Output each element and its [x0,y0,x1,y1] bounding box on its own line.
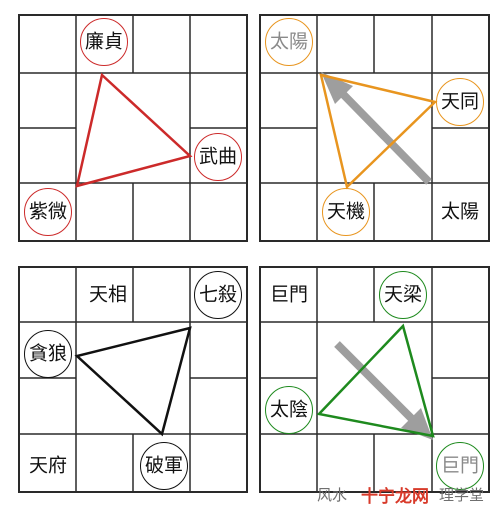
label-tianji: 天機 [326,200,366,223]
triangle-orange [319,73,438,190]
arrow-head-gray [321,72,353,104]
label-tianfu: 天府 [28,454,68,477]
grid-lines-bottom-left [20,268,246,491]
grid-lines-top-right [261,16,488,240]
arrow-head-gray-2 [401,408,433,440]
label-jumen-bottom: 巨門 [440,454,480,477]
chart-panel-top-left: 廉貞 武曲 紫微 [18,14,248,242]
label-taiyang-bottom: 太陽 [440,200,480,223]
label-qisha: 七殺 [198,283,238,306]
triangle-red [75,72,193,188]
circle-jumen-bottom [436,442,484,490]
arrow-shaft-gray-2 [334,341,424,431]
circle-tianji [322,188,370,236]
label-taiyin: 太陰 [269,398,309,421]
chart-panel-top-right: 太陽 天同 天機 太陽 [259,14,490,242]
label-taiyang-top: 太陽 [269,30,309,53]
grid-lines-bottom-right [261,268,488,491]
circle-wuqu [194,133,242,181]
label-tiantong: 天同 [440,90,480,113]
label-lianzhen: 廉貞 [84,30,124,53]
watermark-left-text: 风水 [317,486,348,504]
chart-panel-bottom-right: 巨門 天梁 太陰 巨門 [259,266,490,493]
watermark-right-text: 理学堂 [439,486,485,504]
circle-tanlang [24,330,72,378]
label-ziwei: 紫微 [28,200,68,223]
circle-ziwei [24,188,72,236]
label-tanlang: 貪狼 [28,342,68,365]
triangle-green [316,323,435,438]
chart-panel-bottom-left: 天相 七殺 貪狼 天府 破軍 [18,266,248,493]
circle-lianzhen [80,18,128,66]
label-wuqu: 武曲 [198,145,238,168]
watermark: 风水 十宁龙网 理学堂 [315,478,500,509]
grid-lines-top-left [20,16,246,240]
label-pojun: 破軍 [144,454,184,477]
circle-taiyang-top [265,18,313,66]
circle-taiyin [265,386,313,434]
triangle-black [74,326,192,437]
circle-qisha [194,271,242,319]
label-tianxiang: 天相 [88,283,128,306]
watermark-brand: 十宁龙网 [361,487,429,507]
circle-pojun [140,442,188,490]
label-tianliang: 天梁 [383,283,423,306]
arrow-shaft-gray [334,85,432,185]
circle-tianliang [379,271,427,319]
label-jumen-top: 巨門 [269,283,309,306]
circle-tiantong [436,78,484,126]
